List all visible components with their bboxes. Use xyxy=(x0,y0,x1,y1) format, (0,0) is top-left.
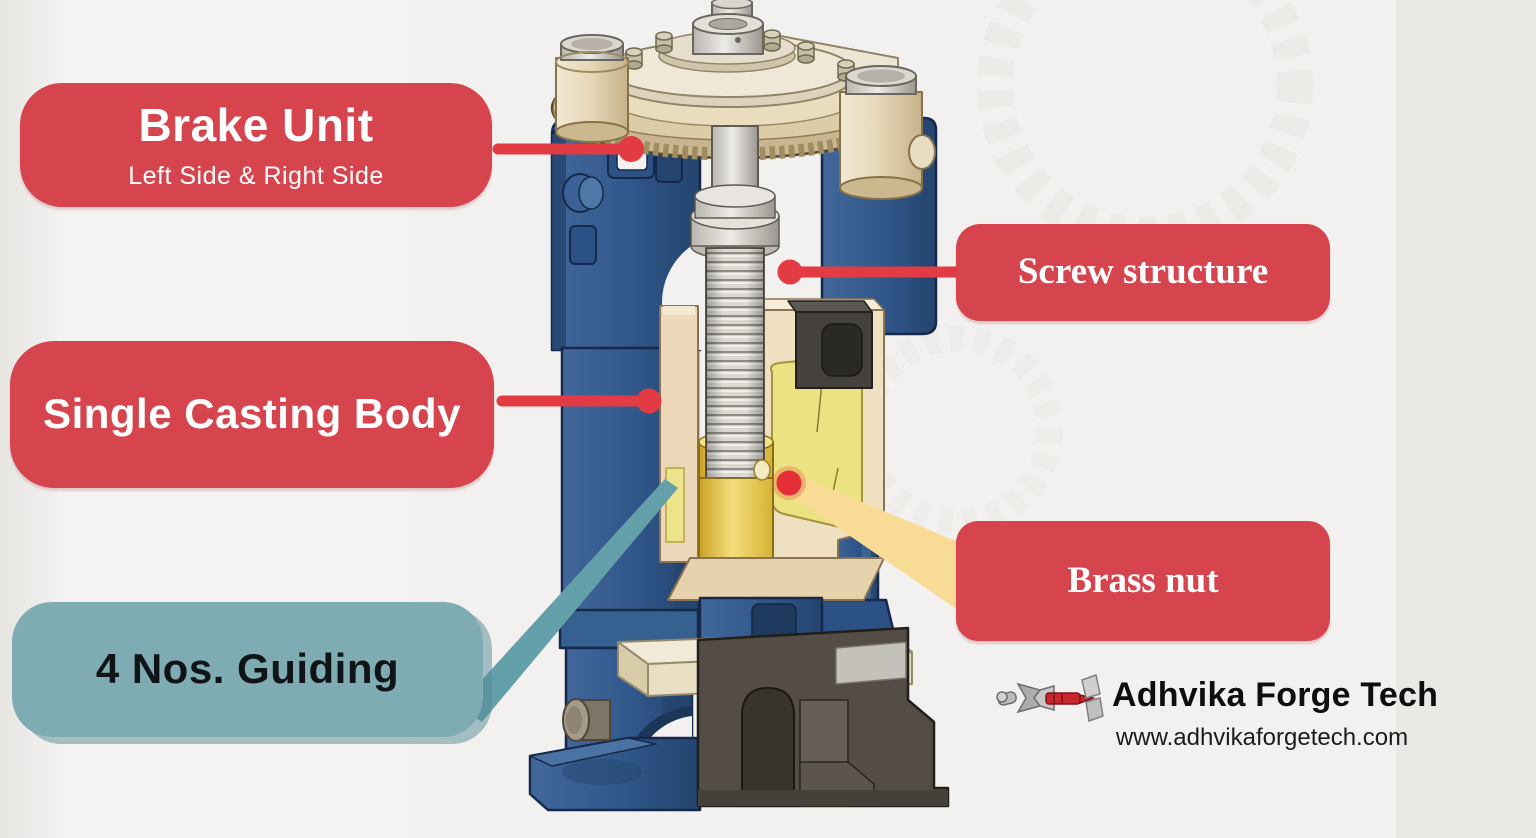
brake-unit-subtitle: Left Side & Right Side xyxy=(128,162,384,191)
brake-unit-dot xyxy=(618,136,644,162)
callout-single-casting-body: Single Casting Body xyxy=(10,341,494,488)
callout-guiding: 4 Nos. Guiding xyxy=(12,602,483,737)
callout-connectors xyxy=(458,136,964,722)
casting-dot xyxy=(636,388,662,414)
screw-thread xyxy=(705,247,765,481)
screw-dot xyxy=(777,259,803,285)
brake-cylinder-right xyxy=(839,65,936,200)
brake-cylinder-left xyxy=(555,34,629,143)
callout-brake-unit: Brake Unit Left Side & Right Side xyxy=(20,83,492,207)
housing-ledge xyxy=(667,557,885,601)
brass-nut-dot xyxy=(776,470,802,496)
brass-nut-connector-beam xyxy=(786,473,958,610)
screw-press-machine xyxy=(528,0,950,812)
brand-website: www.adhvikaforgetech.com xyxy=(1115,724,1409,751)
forge-manipulator-icon xyxy=(996,674,1104,723)
callout-screw-structure: Screw structure xyxy=(956,224,1330,321)
brake-unit-title: Brake Unit xyxy=(138,99,374,152)
single-casting-body-label: Single Casting Body xyxy=(43,390,461,438)
right-base-cutaway xyxy=(696,626,950,808)
left-base-foot xyxy=(528,698,702,812)
callout-brass-nut: Brass nut xyxy=(956,521,1330,641)
brand-name: Adhvika Forge Tech xyxy=(1112,676,1439,714)
brass-nut-label: Brass nut xyxy=(1067,559,1219,601)
guiding-label: 4 Nos. Guiding xyxy=(95,645,400,693)
screw-structure-label: Screw structure xyxy=(1017,251,1269,293)
guiding-connector-wedge xyxy=(458,479,678,722)
